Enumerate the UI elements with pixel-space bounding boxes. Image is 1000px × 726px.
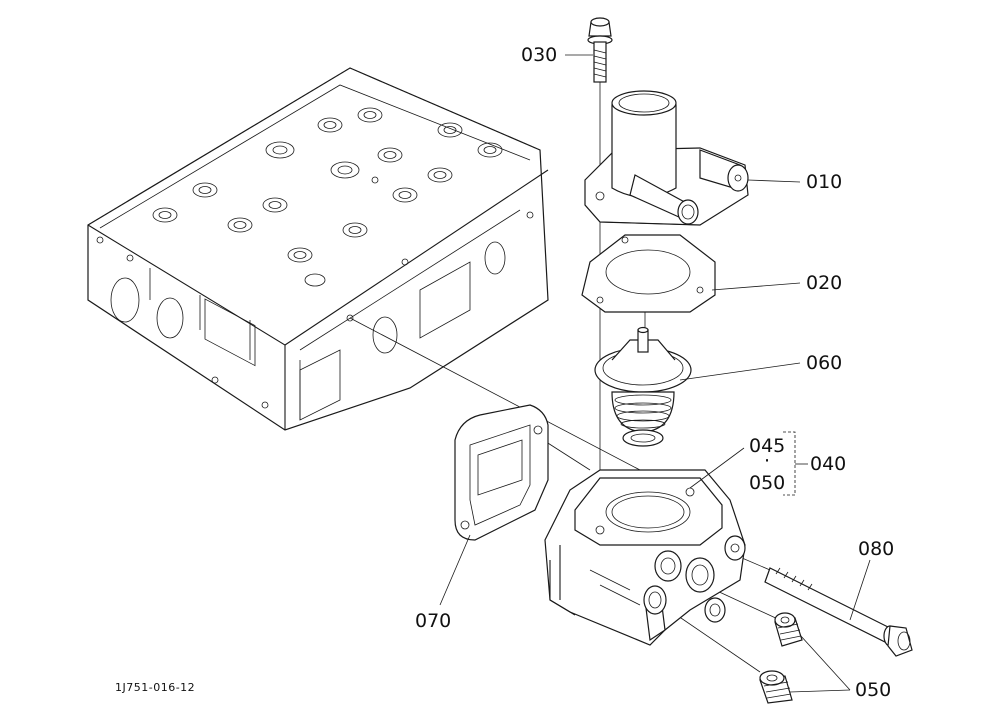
callout-060: 060 — [806, 352, 843, 374]
part-060-thermostat — [594, 326, 692, 447]
callout-050-housing: 050 — [749, 472, 786, 494]
part-045-thermostat-housing — [544, 469, 746, 646]
part-030-bolt — [587, 17, 613, 83]
callout-070: 070 — [415, 610, 452, 632]
part-050-plugs — [759, 612, 803, 704]
cylinder-head — [87, 67, 549, 431]
part-010-thermostat-cover — [584, 90, 749, 226]
part-080-bolt — [764, 567, 913, 657]
drawing-code: 1J751-016-12 — [115, 681, 196, 694]
callout-050-plugs: 050 — [855, 679, 892, 701]
callout-010: 010 — [806, 171, 843, 193]
part-020-gasket — [581, 234, 716, 313]
callout-030: 030 — [521, 44, 558, 66]
callout-leaders — [439, 54, 871, 693]
callout-040: 040 — [810, 453, 847, 475]
callout-080: 080 — [858, 538, 895, 560]
callout-020: 020 — [806, 272, 843, 294]
part-070-gasket — [454, 404, 549, 541]
callout-045: 045 — [749, 435, 786, 457]
callout-dot: · — [764, 450, 771, 472]
